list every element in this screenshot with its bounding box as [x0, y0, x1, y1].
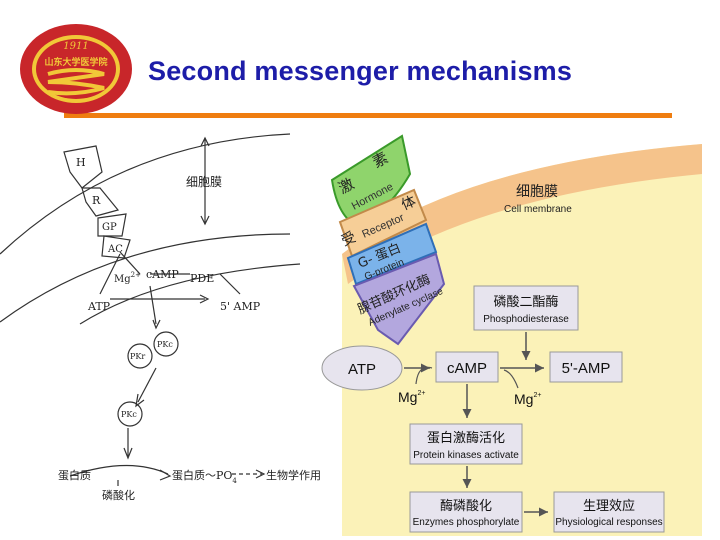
responses-cn: 生理效应 — [583, 498, 635, 514]
mg-left-label: Mg — [398, 389, 417, 405]
pde-node — [473, 285, 579, 331]
camp-node — [435, 351, 499, 383]
outer-membrane-line — [0, 133, 291, 255]
sketch-pkc-bottom-label: PKc — [121, 410, 137, 419]
sketch-ac-label: AC — [107, 244, 123, 255]
sketch-phosphorylation-label: 磷酸化 — [102, 488, 135, 502]
logo-motto: 山东大学医学院 — [44, 56, 107, 68]
pka-en: Protein kinases activate — [413, 450, 519, 461]
sketch-protein-po4-label: 蛋白质～PO — [172, 468, 232, 482]
sketch-r-label: R — [92, 194, 101, 207]
sketch-effect-label: 生物学作用 — [266, 468, 321, 482]
pde-en: Phosphodiesterase — [483, 314, 569, 325]
enzymes-node — [409, 491, 523, 533]
receptor-cn-2: 体 — [399, 193, 418, 213]
mg-right-sup: 2+ — [533, 392, 541, 399]
pka-cn: 蛋白激酶活化 — [427, 430, 505, 446]
atp-label: ATP — [348, 361, 376, 378]
sketch-mg-sup: 2+ — [131, 271, 141, 279]
gprotein-shape — [346, 222, 438, 286]
svg-text:Mg2+: Mg2+ — [514, 391, 541, 407]
sketch-mg-label: Mg — [114, 274, 131, 285]
camp-label: cAMP — [447, 360, 487, 377]
sketch-pkc-top-label: PKc — [157, 340, 173, 349]
enzymes-en: Enzymes phosphorylate — [413, 517, 520, 528]
sketch-diagram: 细胞膜 H R GP AC Mg2+ cAMP PDE ATP 5' AMP P… — [0, 133, 321, 502]
logo-year: 1911 — [63, 41, 88, 52]
pka-node — [409, 423, 523, 465]
slide-title: Second messenger mechanisms — [148, 56, 573, 86]
svg-text:Mg2+: Mg2+ — [398, 389, 425, 405]
sketch-protein-label: 蛋白质 — [58, 468, 91, 482]
membrane-en: Cell membrane — [504, 204, 572, 215]
title-underline — [64, 113, 672, 118]
university-logo: 1911 山东大学医学院 — [20, 24, 132, 114]
sketch-membrane-label: 细胞膜 — [186, 175, 222, 189]
sketch-camp-label: cAMP — [146, 268, 179, 281]
sketch-pde-label: PDE — [190, 272, 214, 285]
colour-diagram: 激 素 Hormone 受 体 Receptor G- 蛋白 G-protein… — [321, 134, 702, 536]
svg-text:蛋白质～PO4: 蛋白质～PO4 — [172, 468, 237, 485]
mg-left-sup: 2+ — [417, 390, 425, 397]
responses-en: Physiological responses — [555, 517, 662, 528]
mg-right-label: Mg — [514, 391, 533, 407]
hormone-cn-2: 素 — [369, 149, 391, 172]
receptor-shape — [338, 188, 428, 258]
responses-node — [553, 491, 665, 533]
pde-cn: 磷酸二酯酶 — [493, 294, 558, 310]
hormone-cn-1: 激 — [335, 175, 357, 198]
sketch-h-label: H — [76, 156, 86, 169]
receptor-cn-1: 受 — [339, 229, 358, 249]
cell-membrane-band — [342, 144, 702, 284]
sketch-gp-label: GP — [102, 222, 117, 233]
inner-membrane-line — [0, 233, 291, 323]
sketch-pkr-label: PKr — [130, 352, 145, 361]
atp-node — [321, 345, 403, 391]
cyclase-shape — [352, 252, 446, 346]
sketch-amp-label: 5' AMP — [220, 300, 261, 313]
amp-node — [549, 351, 623, 383]
sketch-po4-sub: 4 — [232, 477, 237, 485]
amp-label: 5'-AMP — [562, 360, 611, 377]
enzymes-cn: 酶磷酸化 — [440, 498, 492, 514]
membrane-cn: 细胞膜 — [516, 184, 558, 200]
sketch-atp-label: ATP — [87, 300, 111, 313]
svg-text:Mg2+: Mg2+ — [114, 271, 141, 285]
